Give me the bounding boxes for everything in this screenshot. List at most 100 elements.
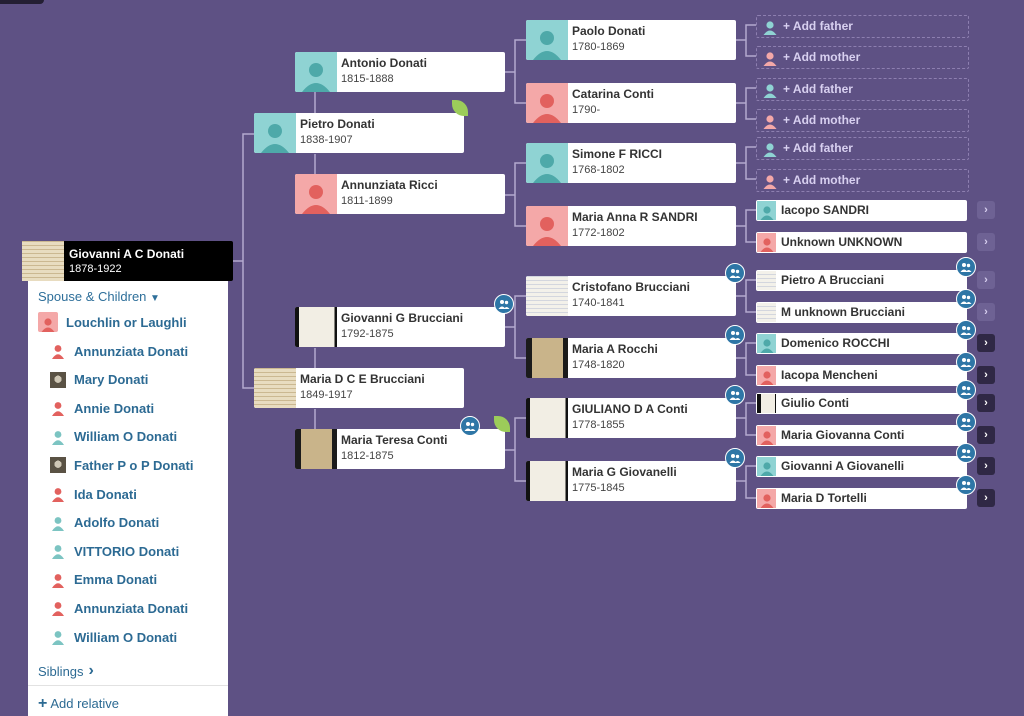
person-card-maria-g-giovanelli[interactable]: Maria G Giovanelli 1775-1845 (526, 461, 736, 501)
top-corner-tab (0, 0, 44, 4)
person-card-unknown-unknown[interactable]: Unknown UNKNOWN (756, 232, 967, 253)
male-avatar-icon (757, 201, 776, 220)
add-father-button[interactable]: + Add father (756, 78, 969, 101)
family-group-icon[interactable] (956, 289, 976, 309)
child-item[interactable]: William O Donati (50, 625, 177, 649)
family-group-icon[interactable] (725, 325, 745, 345)
family-group-icon[interactable] (956, 443, 976, 463)
expand-ancestors-arrow[interactable]: › (977, 394, 995, 412)
spouse-children-toggle[interactable]: Spouse & Children ▼ (38, 289, 160, 304)
person-card-annunziata-ricci[interactable]: Annunziata Ricci 1811-1899 (295, 174, 505, 214)
person-card-pietro-donati[interactable]: Pietro Donati 1838-1907 (254, 113, 464, 153)
child-item[interactable]: Adolfo Donati (50, 511, 159, 535)
child-item[interactable]: Ida Donati (50, 482, 137, 506)
child-name: Emma Donati (74, 572, 158, 588)
add-relative-button[interactable]: +Add relative (38, 695, 119, 713)
expand-ancestors-arrow[interactable]: › (977, 303, 995, 321)
leaf-hint-icon[interactable] (494, 416, 510, 432)
add-father-button[interactable]: + Add father (756, 15, 969, 38)
spouse-item[interactable]: Louchlin or Laughli (38, 310, 187, 334)
person-dates: 1849-1917 (300, 389, 353, 401)
person-card-iacopo-sandri[interactable]: Iacopo SANDRI (756, 200, 967, 221)
person-card-cristofano-brucciani[interactable]: Cristofano Brucciani 1740-1841 (526, 276, 736, 316)
person-dates: 1768-1802 (572, 164, 625, 176)
family-group-icon[interactable] (725, 448, 745, 468)
person-card-simone-f-ricci[interactable]: Simone F RICCI 1768-1802 (526, 143, 736, 183)
family-group-icon[interactable] (725, 263, 745, 283)
person-card-maria-teresa-conti[interactable]: Maria Teresa Conti 1812-1875 (295, 429, 505, 469)
person-card-maria-anna-r-sandri[interactable]: Maria Anna R SANDRI 1772-1802 (526, 206, 736, 246)
child-name: Annie Donati (74, 400, 155, 416)
person-card-m-unknown-brucciani[interactable]: M unknown Brucciani (756, 302, 967, 323)
person-card-pietro-a-brucciani[interactable]: Pietro A Brucciani (756, 270, 967, 291)
child-item[interactable]: Father P o P Donati (50, 453, 193, 477)
root-person-name: Giovanni A C Donati (69, 247, 185, 261)
family-group-icon[interactable] (460, 416, 480, 436)
plus-icon: + (783, 173, 793, 187)
child-item[interactable]: Emma Donati (50, 568, 157, 592)
person-card-giuliano-d-a-conti[interactable]: GIULIANO D A Conti 1778-1855 (526, 398, 736, 438)
child-item[interactable]: VITTORIO Donati (50, 539, 179, 563)
expand-ancestors-arrow[interactable]: › (977, 271, 995, 289)
person-card-maria-giovanna-conti[interactable]: Maria Giovanna Conti (756, 425, 967, 446)
expand-ancestors-arrow[interactable]: › (977, 457, 995, 475)
person-name: Maria Anna R SANDRI (572, 210, 698, 224)
expand-ancestors-arrow[interactable]: › (977, 334, 995, 352)
child-name: William O Donati (74, 629, 178, 645)
family-group-icon[interactable] (494, 294, 514, 314)
person-card-domenico-rocchi[interactable]: Domenico ROCCHI (756, 333, 967, 354)
female-avatar-icon (50, 486, 66, 502)
person-card-paolo-donati[interactable]: Paolo Donati 1780-1869 (526, 20, 736, 60)
child-item[interactable]: Annie Donati (50, 396, 154, 420)
person-name: Maria A Rocchi (572, 342, 658, 356)
chevron-right-icon: › (88, 662, 94, 679)
child-item[interactable]: Annunziata Donati (50, 339, 188, 363)
family-group-icon[interactable] (956, 352, 976, 372)
person-card-maria-d-tortelli[interactable]: Maria D Tortelli (756, 488, 967, 509)
person-photo (526, 338, 568, 378)
add-father-button[interactable]: + Add father (756, 137, 969, 160)
person-card-catarina-conti[interactable]: Catarina Conti 1790- (526, 83, 736, 123)
add-mother-button[interactable]: + Add mother (756, 109, 969, 132)
person-photo (757, 303, 776, 322)
person-name: Maria D Tortelli (781, 491, 867, 505)
family-group-icon[interactable] (725, 385, 745, 405)
person-card-giovanni-a-giovanelli[interactable]: Giovanni A Giovanelli (756, 456, 967, 477)
expand-ancestors-arrow[interactable]: › (977, 489, 995, 507)
child-name: Adolfo Donati (74, 515, 160, 531)
person-card-iacopa-mencheni[interactable]: Iacopa Mencheni (756, 365, 967, 386)
person-card-maria-a-rocchi[interactable]: Maria A Rocchi 1748-1820 (526, 338, 736, 378)
expand-ancestors-arrow[interactable]: › (977, 233, 995, 251)
family-group-icon[interactable] (956, 257, 976, 277)
add-mother-button[interactable]: + Add mother (756, 46, 969, 69)
person-card-antonio-donati[interactable]: Antonio Donati 1815-1888 (295, 52, 505, 92)
plus-icon: + (783, 141, 793, 155)
child-item[interactable]: William O Donati (50, 425, 177, 449)
expand-ancestors-arrow[interactable]: › (977, 201, 995, 219)
child-name: Ida Donati (74, 486, 137, 502)
child-item[interactable]: Annunziata Donati (50, 596, 188, 620)
expand-ancestors-arrow[interactable]: › (977, 366, 995, 384)
add-father-label: Add father (792, 19, 853, 33)
person-card-maria-d-c-e-brucciani[interactable]: Maria D C E Brucciani 1849-1917 (254, 368, 464, 408)
expand-ancestors-arrow[interactable]: › (977, 426, 995, 444)
family-group-icon[interactable] (956, 380, 976, 400)
person-card-giovanni-g-brucciani[interactable]: Giovanni G Brucciani 1792-1875 (295, 307, 505, 347)
siblings-toggle[interactable]: Siblings › (38, 659, 94, 683)
female-avatar-icon (757, 366, 776, 385)
family-group-icon[interactable] (956, 475, 976, 495)
add-male-icon (761, 80, 779, 98)
person-card-giulio-conti[interactable]: Giulio Conti (756, 393, 967, 414)
family-group-icon[interactable] (956, 412, 976, 432)
panel-divider (28, 685, 228, 686)
person-name: Unknown UNKNOWN (781, 235, 903, 249)
leaf-hint-icon[interactable] (452, 100, 468, 116)
child-name: Mary Donati (74, 372, 149, 388)
root-person-card[interactable]: Giovanni A C Donati 1878-1922 (22, 241, 233, 281)
female-avatar-icon (526, 206, 568, 246)
add-mother-button[interactable]: + Add mother (756, 169, 969, 192)
person-dates: 1812-1875 (341, 450, 394, 462)
person-photo (254, 368, 296, 408)
family-group-icon[interactable] (956, 320, 976, 340)
child-item[interactable]: Mary Donati (50, 368, 148, 392)
